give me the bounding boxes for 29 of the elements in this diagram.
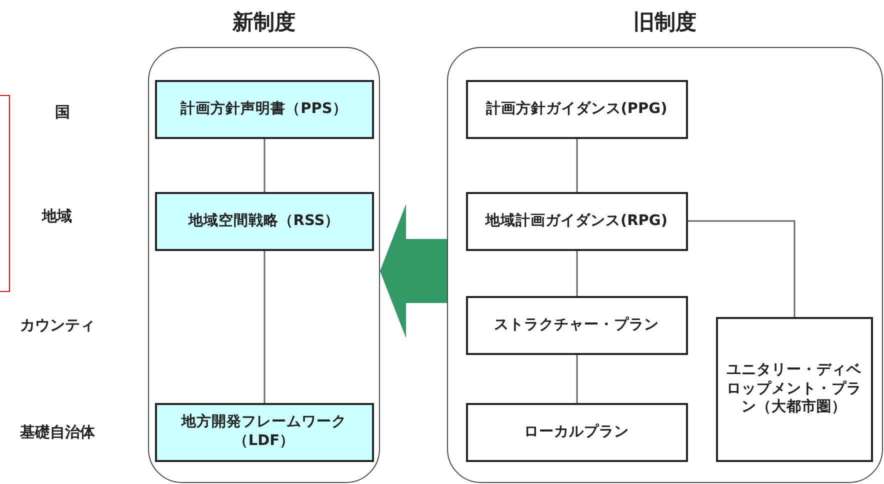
plan-box <box>154 402 374 462</box>
plan-name: ストラクチャー・プラン <box>494 316 659 334</box>
plan-box <box>466 80 688 138</box>
connector-line <box>576 139 578 192</box>
connector-line <box>264 139 266 192</box>
plan-name: 地域空間戦略（RSS） <box>188 212 340 230</box>
plan-box <box>466 192 688 250</box>
panel-heading: 旧制度 <box>632 9 698 36</box>
level-label: 基礎自治体 <box>20 423 95 442</box>
plan-box <box>466 402 688 462</box>
level-label: カウンティ <box>20 316 95 335</box>
plan-name: 地方開発フレームワーク（LDF） <box>180 413 348 451</box>
plan-name: 計画方針声明書（PPS） <box>180 100 348 118</box>
connector-line <box>264 251 266 403</box>
plan-box <box>716 316 872 462</box>
connector-line <box>688 220 796 317</box>
plan-box <box>466 296 688 354</box>
plan-name: 計画方針ガイダンス(PPG) <box>486 100 668 118</box>
connector-line <box>576 251 578 296</box>
plan-box <box>154 80 374 138</box>
level-label: 国 <box>55 103 70 122</box>
plan-name: ローカルプラン <box>524 422 629 442</box>
block-arrow <box>380 204 447 338</box>
panel-heading: 新制度 <box>231 9 296 36</box>
plan-box <box>154 192 374 250</box>
level-label: 地域 <box>42 207 72 226</box>
plan-name: ユニタリー・ディベロップメント・プラン（大都市圏） <box>726 360 862 418</box>
plan-name: 地域計画ガイダンス(RPG) <box>486 212 668 230</box>
connector-line <box>576 355 578 403</box>
